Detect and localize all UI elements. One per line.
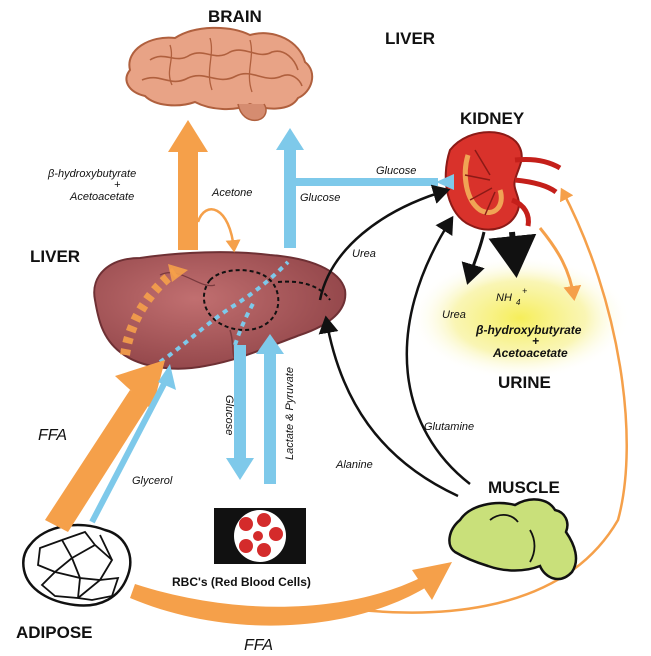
liver-illustration <box>94 252 345 368</box>
ffa-left-label: FFA <box>38 427 67 444</box>
ffa-to-muscle-arrow <box>130 562 452 626</box>
urea-liver-label: Urea <box>352 248 376 260</box>
liver-top-title: LIVER <box>385 29 435 48</box>
glutamine-label: Glutamine <box>424 421 474 433</box>
svg-text:NH: NH <box>496 292 512 304</box>
acetone-arrow <box>198 209 234 250</box>
muscle-illustration <box>449 499 576 579</box>
ketones-to-brain-arrow <box>168 120 208 250</box>
liver-title: LIVER <box>30 247 80 266</box>
acetone-label: Acetone <box>211 187 252 199</box>
muscle-title: MUSCLE <box>488 478 560 497</box>
brain-illustration <box>126 28 312 121</box>
ffa-bottom-label: FFA <box>244 637 273 654</box>
glucose-kidney-label: Glucose <box>376 165 416 177</box>
glucose-brain-label: Glucose <box>300 192 340 204</box>
glycerol-label: Glycerol <box>132 475 173 487</box>
kidney-title: KIDNEY <box>460 109 525 128</box>
adipose-illustration <box>23 525 130 606</box>
lactate-label: Lactate & Pyruvate <box>284 367 296 460</box>
urine-ketones-line2: Acetoacetate <box>492 346 568 360</box>
rbc-title: RBC's (Red Blood Cells) <box>172 575 311 589</box>
adipose-title: ADIPOSE <box>16 623 93 642</box>
ffa-to-liver-arrow <box>45 360 165 532</box>
kidney-nh4-out-arrow <box>512 232 516 272</box>
lactate-to-liver-arrow <box>256 334 284 484</box>
alanine-label: Alanine <box>335 459 373 471</box>
rbc-illustration <box>214 508 306 564</box>
brain-title: BRAIN <box>208 7 262 26</box>
svg-text:+: + <box>522 286 527 296</box>
brain-ketones-line1: β-hydroxybutyrate <box>47 168 136 180</box>
brain-ketones-plus: + <box>114 179 121 191</box>
brain-ketones-line2: Acetoacetate <box>69 191 134 203</box>
kidney-illustration <box>446 132 560 229</box>
svg-text:4: 4 <box>516 298 521 307</box>
urine-title: URINE <box>498 373 551 392</box>
urine-ketones-line1: β-hydroxybutyrate <box>475 323 582 337</box>
urine-urea-label: Urea <box>442 309 466 321</box>
glucose-rbc-label: Glucose <box>223 395 235 435</box>
